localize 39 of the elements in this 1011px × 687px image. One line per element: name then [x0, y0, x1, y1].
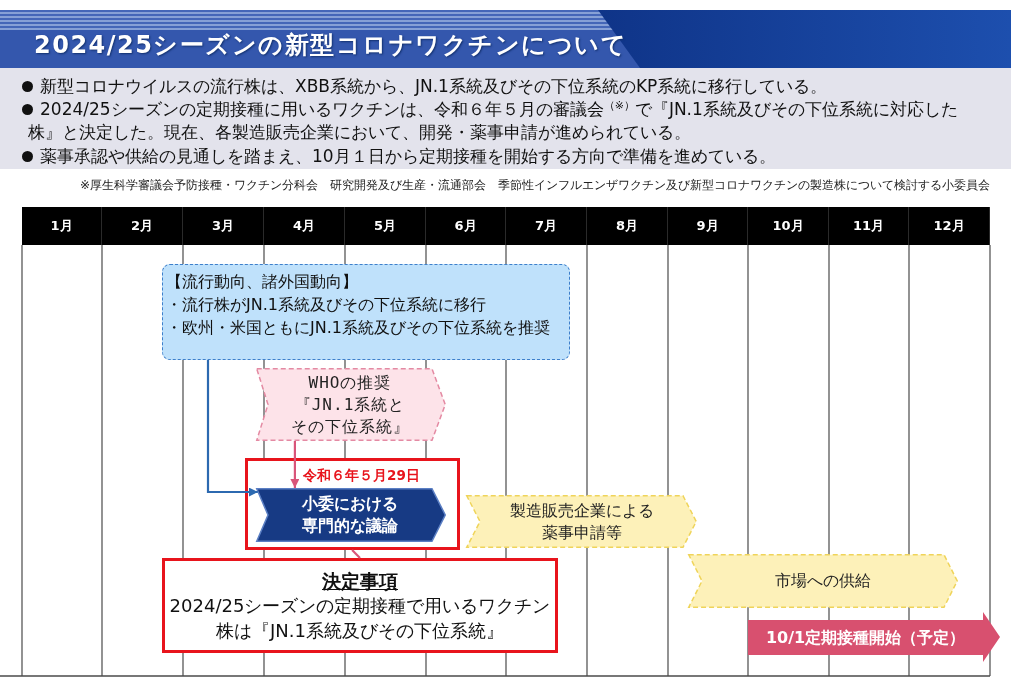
list-item-text: ・欧州・米国ともにJN.1系統及びその下位系統を推奨 — [166, 317, 550, 339]
chevron-box — [466, 495, 697, 548]
footnote: ※厚生科学審議会予防接種・ワクチン分科会 研究開発及び生産・流通部会 季節性インフルエンザワクチン及び新型コロナワクチンの製造株について検討する小委員会 — [79, 177, 990, 193]
chevron-box — [256, 488, 446, 542]
date-label: 令和６年５月29日 — [303, 466, 420, 485]
chevron-box — [688, 554, 958, 608]
connector-arrow — [290, 441, 300, 488]
month-header-cell: 7月 — [506, 207, 587, 245]
chevron-box — [256, 368, 446, 441]
month-header-cell: 11月 — [829, 207, 909, 245]
bullet-text: 2024/25シーズンの定期接種に用いるワクチンは、令和６年５月の審議会$^{（※）}$で『JN.1系統及びその下位系統に対応した株』と決定した。現在、各製造販売企業において、開発・薬事申請が進められている。 — [28, 98, 959, 144]
bullet-text: 新型コロナウイルスの流行株は、XBB系統から、JN.1系統及びその下位系統のKP系統に移行している。 — [39, 75, 828, 98]
month-header-cell: 2月 — [102, 207, 183, 245]
decision-text: 2024/25シーズンの定期接種で用いるワクチン株は『JN.1系統及びその下位系統』 — [168, 593, 552, 643]
month-header-cell: 4月 — [264, 207, 345, 245]
month-header-cell: 3月 — [183, 207, 264, 245]
node-text: 10/1定期接種開始（予定） — [765, 626, 966, 649]
month-header-cell: 12月 — [909, 207, 990, 245]
month-header-cell: 9月 — [668, 207, 748, 245]
node-text: 製造販売企業による薬事申請等 — [508, 499, 655, 544]
month-header-cell: 10月 — [748, 207, 829, 245]
highlight-frame — [245, 458, 460, 550]
decision-box — [162, 558, 558, 653]
block-arrow — [748, 612, 1000, 662]
decision-heading: 決定事項 — [322, 568, 398, 593]
month-header-cell: 5月 — [345, 207, 426, 245]
connector-arrow — [206, 360, 258, 497]
node-text: WHOの推奨『JN.1系統とその下位系統』 — [289, 371, 411, 438]
month-header-cell: 1月 — [22, 207, 102, 245]
connector-line — [351, 549, 361, 559]
title: 2024/25シーズンの新型コロナワクチンについて — [34, 30, 628, 61]
month-header-cell: 8月 — [587, 207, 668, 245]
heading-text: 【流行動向、諸外国動向】 — [166, 271, 358, 293]
month-header-cell: 6月 — [426, 207, 506, 245]
node-text: 市場への供給 — [775, 570, 871, 592]
node-text: 小委における専門的な議論 — [301, 493, 399, 537]
info-box — [162, 264, 570, 360]
bullet-text: 薬事承認や供給の見通しを踏まえ、10月１日から定期接種を開始する方向で準備を進めている。 — [39, 145, 776, 168]
list-item-text: ・流行株がJN.1系統及びその下位系統に移行 — [166, 294, 486, 316]
